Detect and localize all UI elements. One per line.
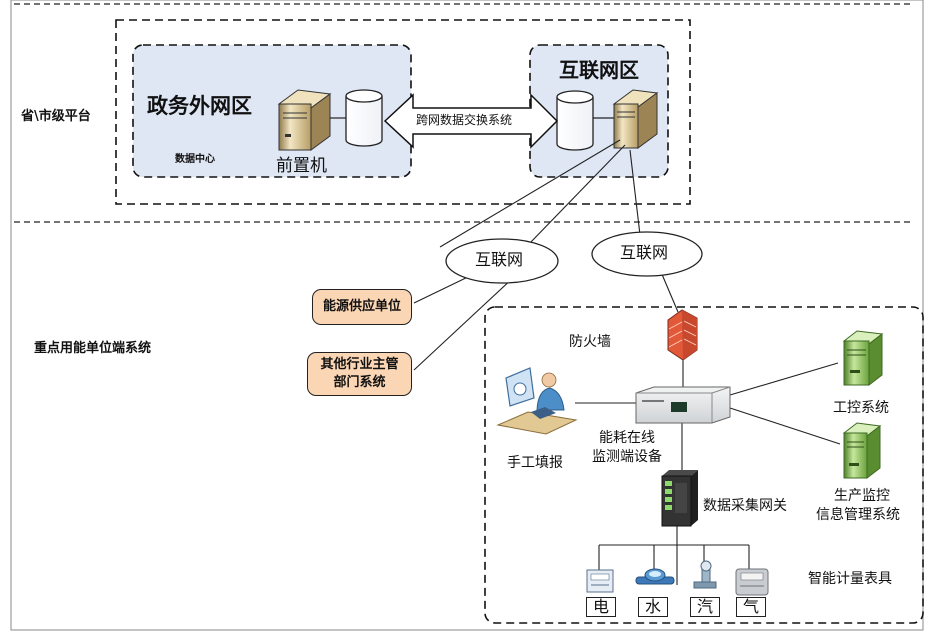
exchange-arrow [383,93,559,149]
data-center-label: 数据中心 [175,154,215,165]
gov-database-icon [345,89,383,147]
meter-label-electric: 电 [586,597,616,617]
data-gateway-icon [661,470,698,527]
meter-label-gas: 气 [736,597,766,617]
internet-cloud-left-label: 互联网 [475,250,524,269]
internet-cloud-right [591,231,703,277]
internet-zone-title: 互联网区 [559,58,639,82]
energy-supply-unit: 能源供应单位 [312,289,412,325]
other-department-unit: 其他行业主管 部门系统 [307,352,412,396]
production-monitor-server-icon [842,422,882,480]
device-label-line1: 能耗在线 [599,430,655,446]
meter-label-steam: 汽 [690,597,720,617]
front-server-icon [277,89,332,151]
internet-server-icon [612,89,659,149]
device-label-line2: 监测端设备 [592,449,662,465]
firewall-label: 防火墙 [569,334,611,350]
firewall-icon [667,309,698,361]
gas-meter-icon [735,568,769,596]
gov-zone-title: 政务外网区 [147,94,252,118]
manual-entry-person-icon [496,367,578,435]
site-container [484,306,924,624]
platform-container [115,19,691,205]
monitoring-device-icon [635,386,731,424]
control-system-server-icon [842,330,884,387]
internet-cloud-left [445,238,559,284]
steam-meter-icon [693,560,717,589]
control-system-label: 工控系统 [833,400,889,416]
other-dept-label-line1: 其他行业主管 [320,357,399,373]
platform-side-label: 省\市级平台 [21,109,91,124]
internet-database-icon [556,90,594,151]
energy-supply-label: 能源供应单位 [322,299,401,315]
internet-cloud-right-label: 互联网 [620,243,669,262]
water-meter-icon [635,568,675,585]
electric-meter-icon [586,569,614,593]
meters-title: 智能计量表具 [808,571,892,587]
other-dept-label-line2: 部门系统 [333,375,386,390]
front-server-label: 前置机 [276,156,327,176]
manual-entry-label: 手工填报 [507,455,563,471]
site-wiring [575,355,841,585]
enterprise-side-label: 重点用能单位端系统 [34,341,152,356]
gateway-label: 数据采集网关 [703,498,787,514]
exchange-system-label: 跨网数据交换系统 [416,113,513,127]
production-label-line2: 信息管理系统 [816,507,900,523]
production-label-line1: 生产监控 [834,488,890,504]
meter-label-water: 水 [638,597,668,617]
